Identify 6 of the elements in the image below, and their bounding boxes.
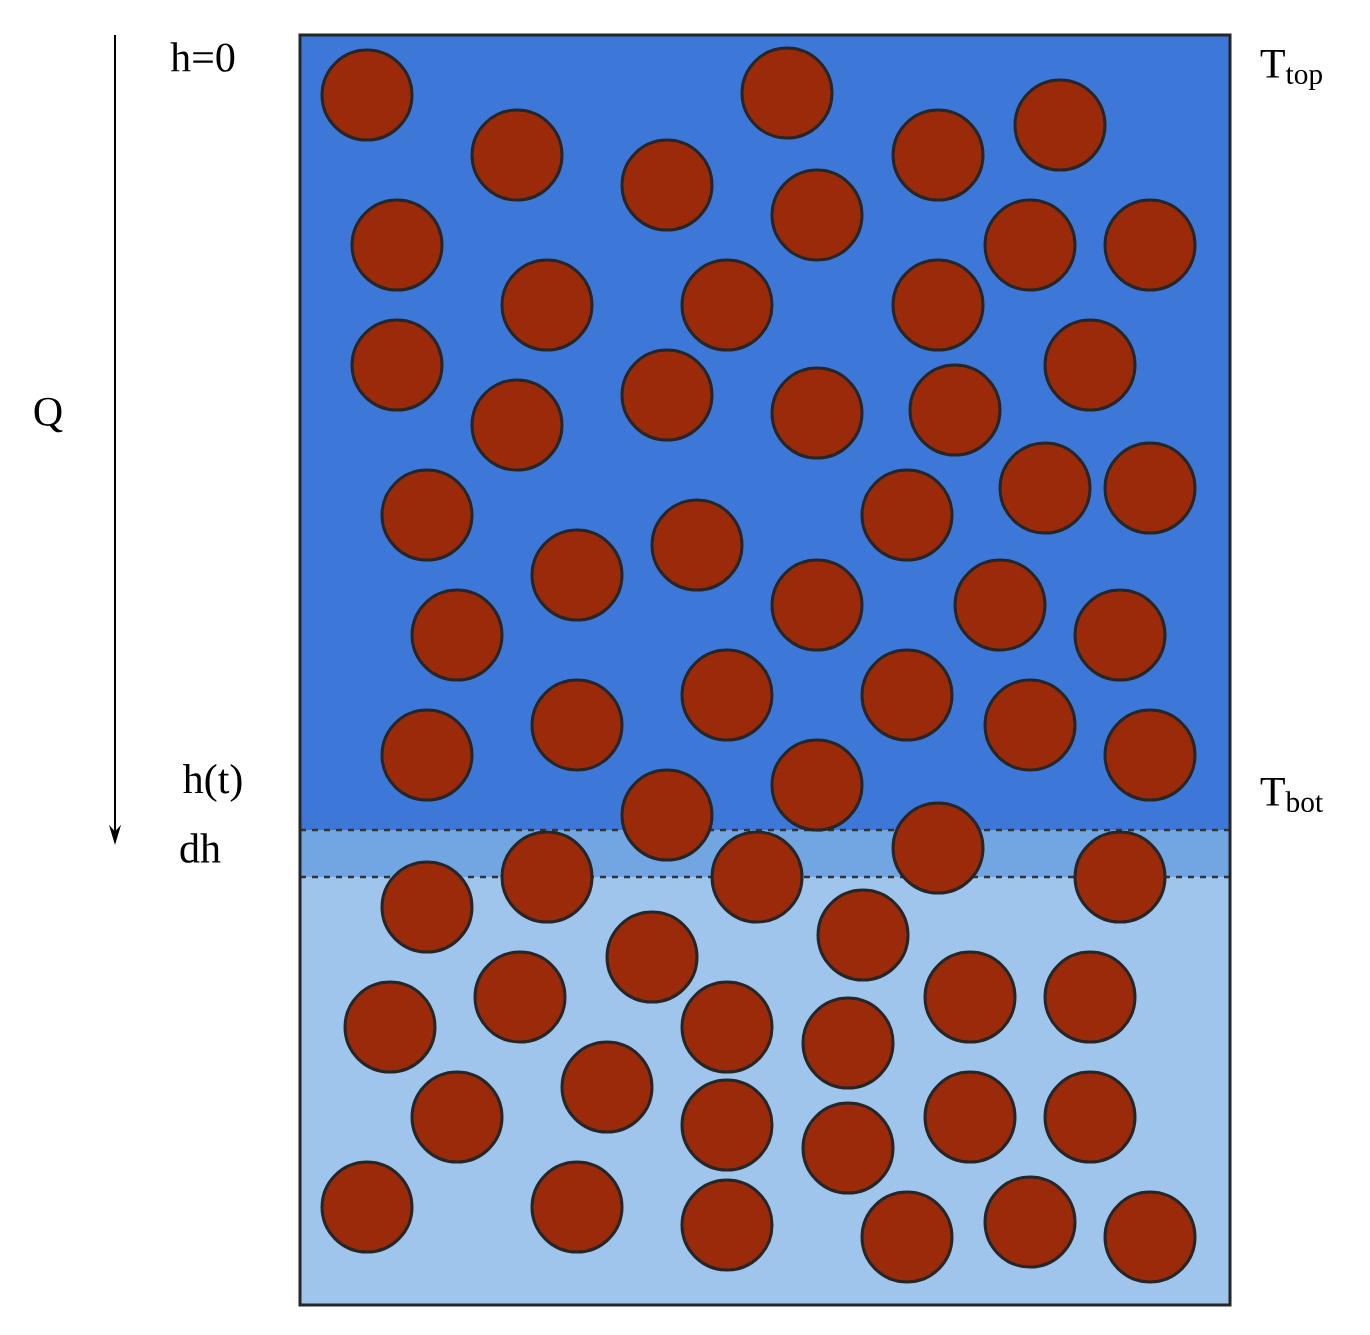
variable-label: T$_{bot}$ — [1260, 778, 1323, 812]
variable-label: h=0 — [170, 42, 235, 72]
variable-label: dh — [180, 833, 221, 863]
variable-label: T$_{top}$ — [1260, 50, 1322, 90]
variable-label: Q — [34, 397, 63, 433]
variable-label: h(t) — [183, 763, 242, 803]
